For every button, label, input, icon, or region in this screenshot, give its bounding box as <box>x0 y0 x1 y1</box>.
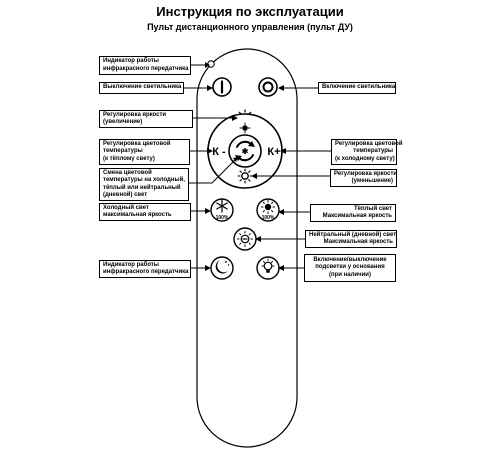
snowflake-icon <box>216 199 228 213</box>
k-minus-label[interactable]: К - <box>212 146 226 158</box>
warm-percent: 100% <box>262 215 275 221</box>
label-ir-indicator-top: Индикатор работы инфракрасного передатчи… <box>99 56 191 75</box>
warm-sun-icon <box>261 200 275 214</box>
neutral-sun-icon <box>237 231 253 247</box>
label-backlight: Включение/выключение подсветки у основан… <box>304 254 396 282</box>
neutral-max-button[interactable] <box>233 227 257 251</box>
page-subtitle: Пульт дистанционного управления (пульт Д… <box>147 22 353 32</box>
dial-sun-top-icon <box>239 122 251 134</box>
power-on-button[interactable] <box>258 77 278 97</box>
label-cold-max: Холодный свет максимальная яркость <box>99 203 191 221</box>
cold-max-button[interactable]: 100% <box>210 198 234 222</box>
backlight-button[interactable] <box>256 256 280 280</box>
page-title: Инструкция по эксплуатации <box>156 4 344 19</box>
cycle-mode-icon: ✱ <box>235 140 255 162</box>
label-brightness-up: Регулировка яркости (увеличение) <box>99 110 193 128</box>
moon-stars-icon <box>215 260 230 274</box>
label-mode-change: Смена цветовой температуры на холодный, … <box>99 168 189 201</box>
label-warm-max: Тёплый свет Максимальная яркость <box>310 204 396 222</box>
label-ir-indicator-bottom: Индикатор работы инфракрасного передатчи… <box>99 260 191 278</box>
label-brightness-down: Регулировка яркости (уменьшение) <box>330 169 397 187</box>
label-power-on: Включение светильника <box>318 82 396 94</box>
sun-down-icon[interactable] <box>237 168 253 184</box>
k-plus-label[interactable]: К+ <box>267 146 280 158</box>
svg-text:✱: ✱ <box>242 147 249 156</box>
label-temp-warm: Регулировка цветовой температуры (к тёпл… <box>99 139 190 165</box>
label-temp-cold: Регулировка цветовой температуры (к холо… <box>331 139 403 165</box>
bulb-icon <box>261 258 275 273</box>
label-neutral-max: Нейтральный (дневной) свет Максимальная … <box>305 230 397 248</box>
power-off-button[interactable] <box>212 77 232 97</box>
warm-max-button[interactable]: 100% <box>256 198 280 222</box>
night-button[interactable] <box>210 256 234 280</box>
label-power-off: Выключение светильника <box>99 82 184 94</box>
cold-percent: 100% <box>216 215 229 221</box>
ir-led-icon <box>207 60 215 68</box>
